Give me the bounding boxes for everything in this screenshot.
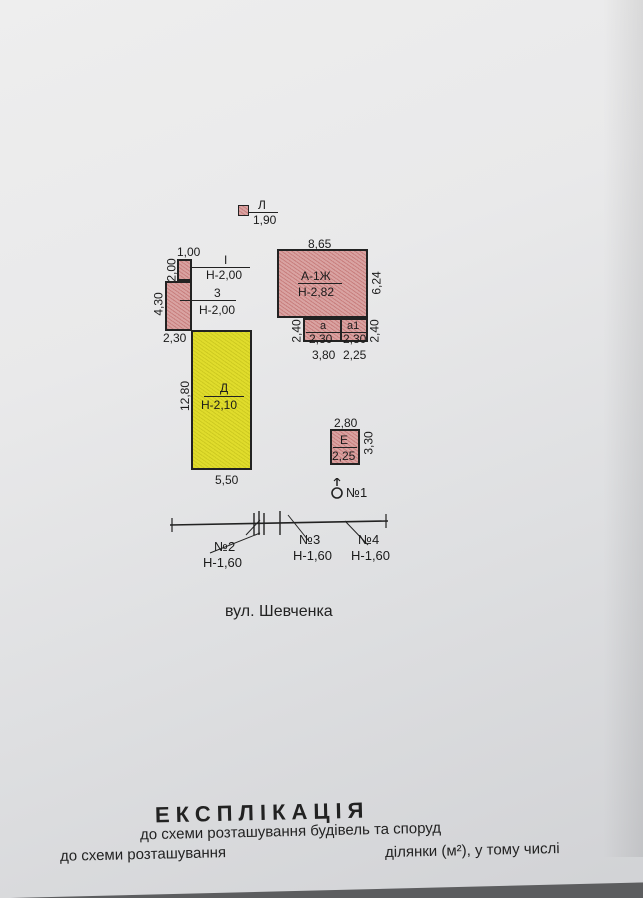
building-3-side: 4,30	[151, 292, 166, 316]
building-a-bottom-right: 2,25	[343, 348, 367, 362]
extension-left-height: 2,40	[289, 319, 304, 343]
building-i-line	[192, 267, 250, 268]
building-d-side: 12,80	[178, 380, 193, 412]
building-d-height: Н-2,10	[201, 398, 238, 412]
building-a-line	[298, 283, 342, 284]
building-d-line	[204, 396, 244, 397]
extension-a-letter: а	[320, 320, 327, 332]
building-e-top: 2,80	[334, 416, 358, 430]
building-i-side: 2,00	[164, 258, 179, 282]
building-3-height: Н-2,00	[199, 303, 236, 317]
building-l-letter: Л	[258, 198, 266, 212]
building-3-line	[180, 300, 236, 301]
building-a-letter: А-1Ж	[301, 269, 331, 283]
building-e-line	[333, 447, 357, 448]
fence-2-height: Н-1,60	[203, 555, 243, 570]
extension-a1	[340, 318, 368, 342]
extension-a1-letter: а1	[347, 320, 360, 332]
street-name: вул. Шевченка	[225, 603, 333, 620]
fence-lines	[169, 511, 389, 554]
fence-3-label: №3	[299, 532, 321, 547]
well-icon	[331, 478, 343, 499]
building-e-side: 3,30	[361, 431, 376, 455]
building-a-bottom-left: 3,80	[312, 348, 336, 362]
building-3-bottom: 2,30	[163, 331, 187, 345]
building-i-top: 1,00	[177, 245, 201, 259]
building-3	[165, 281, 192, 331]
building-i-letter: І	[224, 253, 228, 267]
building-d-letter: Д	[220, 381, 229, 395]
fence-2-label: №2	[214, 539, 236, 554]
fence-4-label: №4	[358, 532, 380, 547]
building-a	[277, 249, 368, 318]
building-e-letter: Е	[340, 433, 349, 447]
building-l	[238, 205, 249, 216]
building-l-underline	[248, 212, 278, 213]
paper-shadow	[603, 0, 643, 857]
extension-right-height: 2,40	[367, 319, 382, 343]
building-l-size: 1,90	[253, 213, 277, 227]
fence-3-height: Н-1,60	[293, 548, 333, 563]
building-i-height: Н-2,00	[206, 268, 243, 282]
building-i	[177, 259, 192, 281]
extension-a1-width: 2,30	[343, 332, 367, 346]
building-a-height: Н-2,82	[298, 285, 335, 299]
extension-a	[303, 318, 342, 342]
building-d	[191, 330, 252, 470]
building-e-inner: 2,25	[332, 449, 356, 463]
well-label: №1	[346, 485, 368, 500]
extension-a-width: 2,30	[309, 332, 333, 346]
building-a-depth: 6,24	[369, 271, 384, 295]
extension-line	[306, 332, 366, 333]
building-d-bottom: 5,50	[215, 473, 239, 487]
building-a-width: 8,65	[308, 237, 332, 251]
fence-4-height: Н-1,60	[351, 548, 391, 563]
building-3-letter: 3	[214, 286, 221, 300]
